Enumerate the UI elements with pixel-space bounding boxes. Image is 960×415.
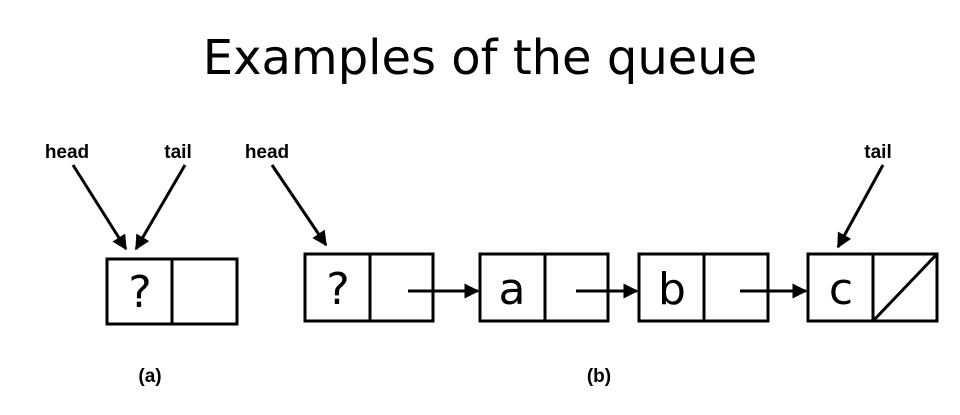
- head-pointer-a: [71, 164, 128, 251]
- node-value: b: [658, 264, 686, 315]
- head-label-b: head: [245, 142, 289, 163]
- node-value: a: [499, 264, 526, 315]
- node-a-1: ?: [105, 257, 239, 326]
- tail-pointer-a: [134, 164, 187, 251]
- caption-a: (a): [138, 366, 161, 387]
- node-value: ?: [128, 267, 151, 318]
- caption-b: (b): [587, 366, 611, 387]
- tail-label-a: tail: [164, 142, 191, 163]
- tail-label-b: tail: [864, 142, 891, 163]
- node-b-1: ?: [303, 252, 435, 323]
- null-pointer-slash: [871, 252, 939, 323]
- page-title: Examples of the queue: [202, 30, 758, 86]
- node-b-3: b: [637, 252, 770, 323]
- tail-pointer-b: [836, 164, 885, 249]
- node-value: ?: [326, 264, 349, 315]
- node-b-2: a: [478, 252, 610, 323]
- node-b-4: c: [806, 252, 939, 323]
- node-value: c: [829, 264, 853, 315]
- head-pointer-b: [270, 164, 328, 247]
- head-label-a: head: [45, 142, 89, 163]
